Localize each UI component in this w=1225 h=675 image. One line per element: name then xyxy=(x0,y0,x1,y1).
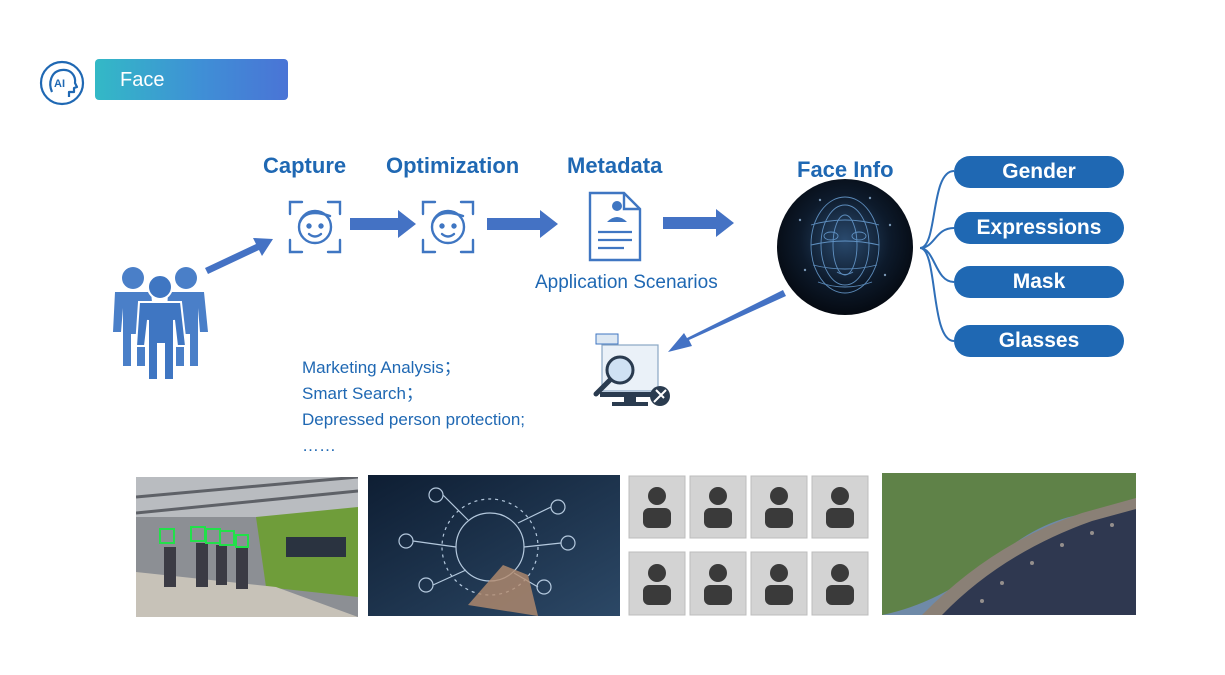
logo-text: AI xyxy=(54,78,65,90)
attributes-bracket xyxy=(919,170,955,342)
arrow-metadata-to-faceinfo xyxy=(663,209,734,237)
profile-grid xyxy=(628,475,869,616)
search-monitor-icon xyxy=(593,333,670,406)
arrow-people-to-capture xyxy=(205,238,273,274)
document-person-icon xyxy=(588,191,642,262)
arrow-capture-to-optimization xyxy=(350,210,416,238)
photo-digital-network xyxy=(368,475,620,616)
pipeline-diagram xyxy=(113,170,955,406)
use-case-item: Marketing Analysis； xyxy=(302,358,461,377)
photo-great-wall-crowd xyxy=(882,473,1136,615)
photo-metro-station xyxy=(136,477,358,617)
photo-person-profiles xyxy=(627,474,870,617)
use-case-item: Smart Search； xyxy=(302,384,423,403)
scenarios-label: Application Scenarios xyxy=(535,272,718,293)
attribute-glasses: Glasses xyxy=(954,325,1124,357)
page-title: Face xyxy=(120,69,165,91)
flow-arrows xyxy=(205,209,786,352)
use-case-list: Marketing Analysis； Smart Search； Depres… xyxy=(302,355,525,459)
stage-capture-label: Capture xyxy=(263,153,347,178)
stage-face-info-label: Face Info xyxy=(797,157,894,182)
face-scan-icon xyxy=(288,200,342,254)
face-mesh-icon xyxy=(777,179,913,315)
attribute-expressions: Expressions xyxy=(954,212,1124,244)
stage-optimization-label: Optimization xyxy=(386,153,520,178)
use-case-item: …… xyxy=(302,436,336,455)
attribute-gender: Gender xyxy=(954,156,1124,188)
arrow-faceinfo-to-scenarios xyxy=(668,290,786,352)
header-banner xyxy=(95,59,288,100)
ai-head-icon: AI xyxy=(38,59,86,112)
use-case-item: Depressed person protection; xyxy=(302,410,526,429)
arrow-optimization-to-metadata xyxy=(487,210,558,238)
attribute-mask: Mask xyxy=(954,266,1124,298)
stage-metadata-label: Metadata xyxy=(567,153,663,178)
people-group-icon xyxy=(113,267,208,381)
face-scan-icon xyxy=(421,200,475,254)
